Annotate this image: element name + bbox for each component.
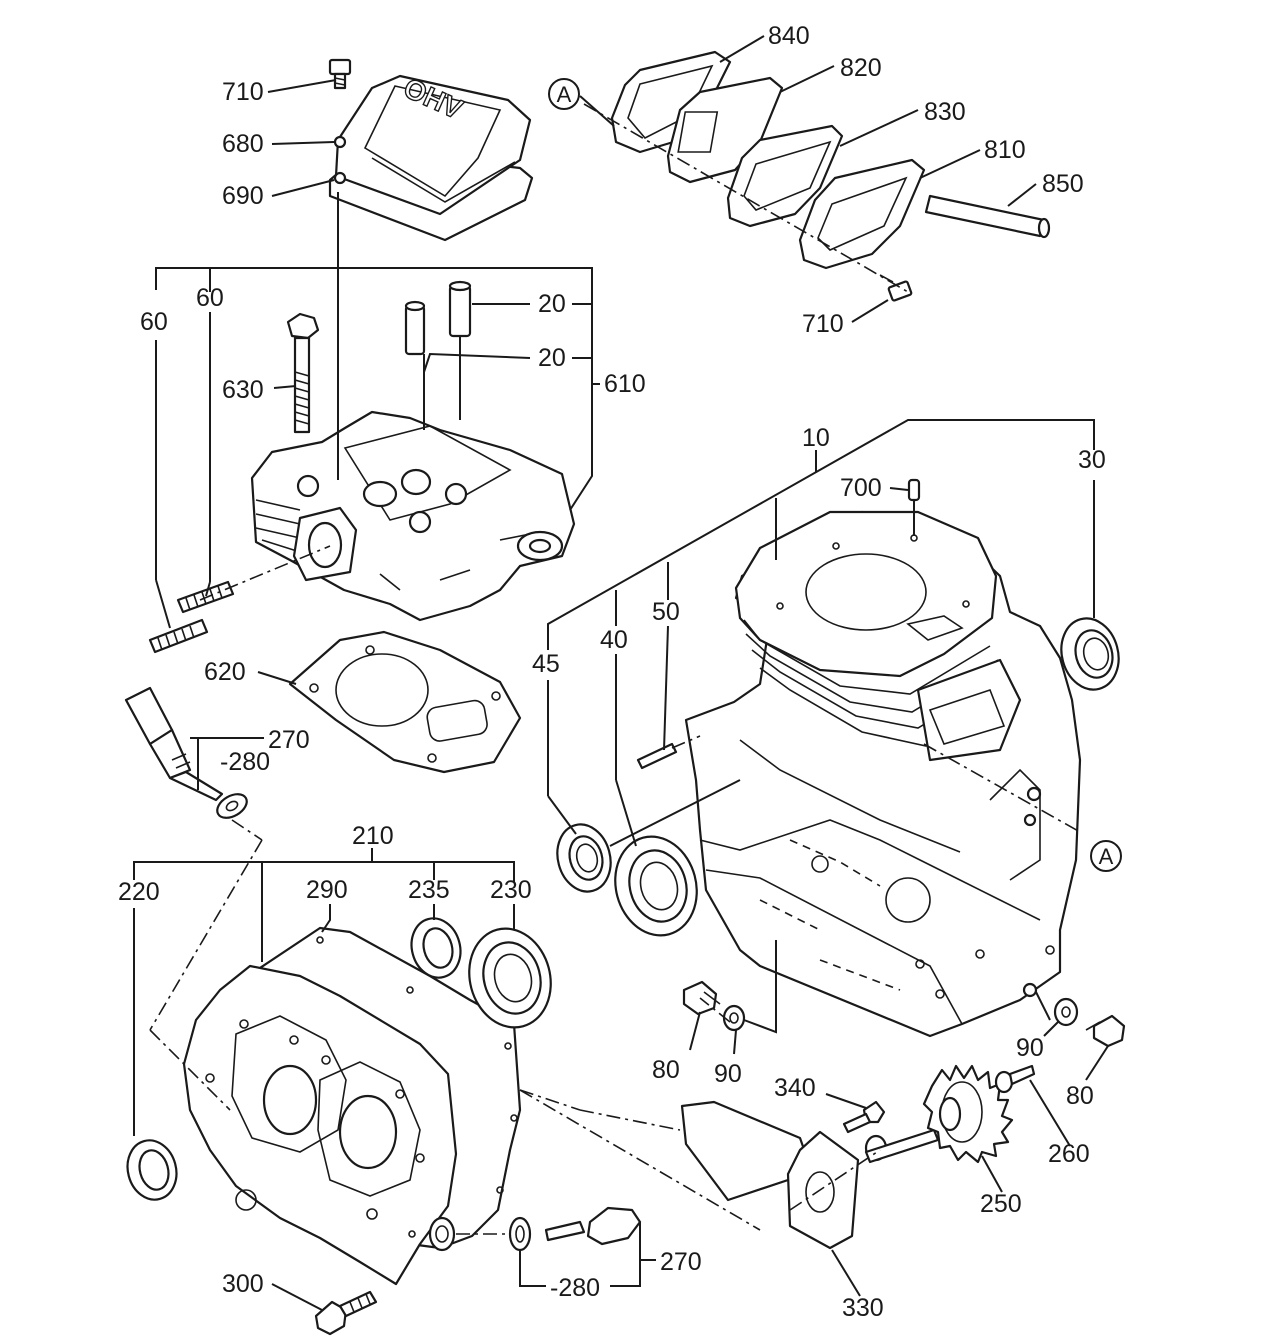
rocker-cover	[334, 74, 532, 216]
breather-group	[583, 50, 1051, 302]
label-45: 45	[532, 650, 560, 678]
label-250: 250	[980, 1190, 1022, 1218]
dowel-20-right	[448, 284, 472, 338]
head-gasket	[288, 630, 522, 774]
rocker-cover-group: OHV	[328, 58, 534, 242]
tube-850	[924, 194, 1046, 238]
label-50: 50	[652, 598, 680, 626]
label-90-left: 90	[714, 1060, 742, 1088]
label-820: 820	[840, 54, 882, 82]
main-bearing-cover-group	[182, 926, 528, 1286]
assembly-lines	[149, 839, 881, 1231]
bearing-235	[410, 917, 462, 979]
svg-text:A: A	[1099, 844, 1114, 869]
dowel-20-left	[404, 304, 426, 356]
label-830: 830	[924, 98, 966, 126]
pin-260	[994, 1064, 1036, 1094]
label-270-bottom: 270	[660, 1248, 702, 1276]
gasket-330	[786, 1130, 860, 1250]
dipstick-oring-top	[216, 793, 248, 819]
label-680: 680	[222, 130, 264, 158]
ref-a-right: A	[1090, 840, 1122, 872]
plate-820	[666, 76, 784, 184]
oil-seal-220	[126, 1139, 178, 1201]
label-280-top: -280	[220, 748, 270, 776]
label-60-left: 60	[140, 308, 168, 336]
bolt-340	[842, 1100, 886, 1134]
label-270-top: 270	[268, 726, 310, 754]
governor-gear-250	[922, 1064, 1014, 1164]
label-80-right: 80	[1066, 1082, 1094, 1110]
label-850: 850	[1042, 170, 1084, 198]
label-220: 220	[118, 878, 160, 906]
main-bearing-cover	[182, 964, 458, 1286]
bearing-230	[468, 927, 552, 1029]
label-810: 810	[984, 136, 1026, 164]
label-840: 840	[768, 22, 810, 50]
label-60-right: 60	[196, 284, 224, 312]
label-30: 30	[1078, 446, 1106, 474]
cover-810	[798, 158, 926, 270]
dipstick-group	[124, 686, 263, 841]
washer-90-left	[722, 1004, 746, 1032]
drain-plug-80-right	[1085, 1014, 1126, 1048]
label-290: 290	[306, 876, 348, 904]
bolt-710-top	[328, 58, 352, 90]
label-610: 610	[604, 370, 646, 398]
label-90-right: 90	[1016, 1034, 1044, 1062]
ref-a-top: A	[548, 78, 580, 110]
label-340: 340	[774, 1074, 816, 1102]
pin-700	[907, 478, 921, 502]
label-280-bottom: -280	[550, 1274, 600, 1302]
bolt-630	[286, 312, 320, 434]
dipstick-cap-bottom	[586, 1206, 642, 1246]
label-300: 300	[222, 1270, 264, 1298]
label-710-top: 710	[222, 78, 264, 106]
cylinder-head-group	[148, 192, 576, 654]
part-labels: 710 680 690 60 60 20 20 610 630 620 270 …	[118, 22, 1106, 1322]
label-40: 40	[600, 626, 628, 654]
bolt-300	[314, 1290, 378, 1336]
label-80-left: 80	[652, 1056, 680, 1084]
oil-seal-30	[1060, 617, 1120, 691]
label-20-lower: 20	[538, 344, 566, 372]
label-10: 10	[802, 424, 830, 452]
governor-group	[680, 1064, 1036, 1250]
bolt-710-breather	[879, 274, 913, 302]
bearing-40	[614, 835, 698, 937]
label-210: 210	[352, 822, 394, 850]
label-230: 230	[490, 876, 532, 904]
label-235: 235	[408, 876, 450, 904]
label-330: 330	[842, 1294, 884, 1322]
dipstick-oring-bottom	[508, 1216, 532, 1252]
crankcase-group	[636, 478, 1082, 1038]
leader-lines	[133, 35, 1109, 1311]
label-710-breather: 710	[802, 310, 844, 338]
gasket-830	[726, 124, 844, 228]
stud-60b	[148, 618, 209, 654]
label-690: 690	[222, 182, 264, 210]
bearing-45	[556, 823, 612, 893]
label-20-upper: 20	[538, 290, 566, 318]
svg-text:A: A	[557, 82, 572, 107]
label-260: 260	[1048, 1140, 1090, 1168]
label-700: 700	[840, 474, 882, 502]
pin-50	[636, 742, 678, 770]
label-630: 630	[222, 376, 264, 404]
dipstick-bottom-group	[508, 1206, 642, 1252]
gasket-840	[610, 50, 732, 154]
label-620: 620	[204, 658, 246, 686]
washer-90-right	[1053, 997, 1079, 1027]
head-gasket-group	[288, 630, 522, 774]
